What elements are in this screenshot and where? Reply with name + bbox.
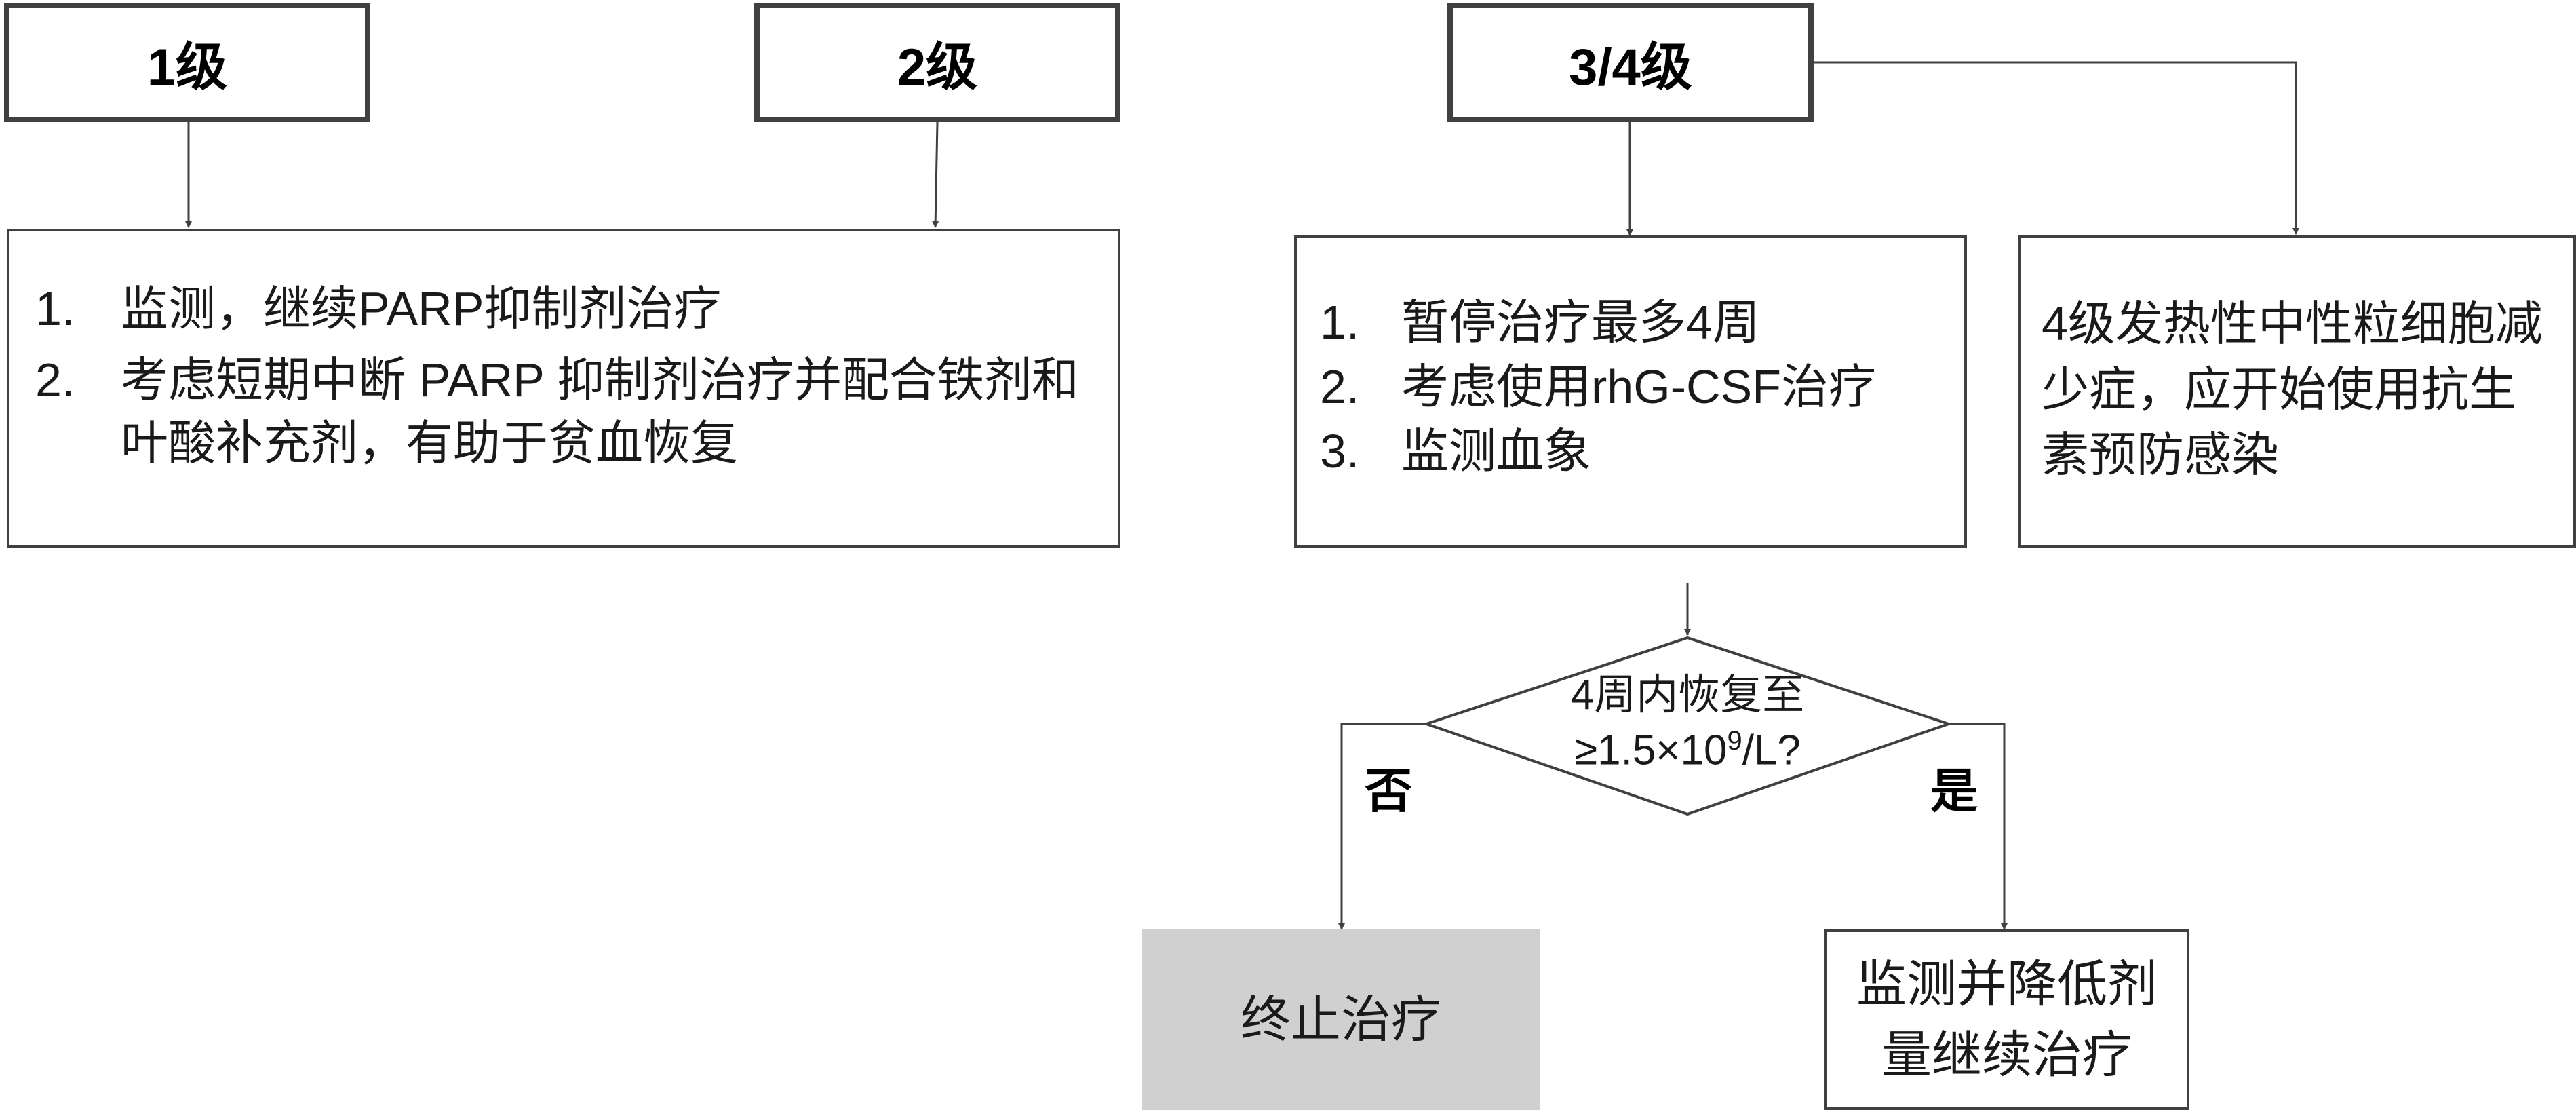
grade-2-box: 2级 [754,3,1120,122]
reduce-dose-box: 监测并降低剂量继续治疗 [1824,929,2189,1110]
decision-line-1: 4周内恢复至 [1570,672,1805,718]
list-number: 3. [1320,425,1360,478]
decision-text: 4周内恢复至 ≥1.5×109/L? [1518,668,1857,778]
list-text: 考虑短期中断 PARP 抑制剂治疗并配合铁剂和叶酸补充剂，有助于贫血恢复 [121,353,1080,470]
grade-34-action-box: 1. 暂停治疗最多4周 2. 考虑使用rhG-CSF治疗 3. 监测血象 [1294,235,1967,548]
no-label: 否 [1365,765,1412,818]
grade-4-fn-box: 4级发热性中性粒细胞减少症，应开始使用抗生素预防感染 [2018,235,2576,548]
decision-line-2-pre: ≥1.5×10 [1574,727,1728,774]
arrow-g2-to-box [932,121,939,228]
list-text: 暂停治疗最多4周 [1401,296,1760,349]
list-text: 监测，继续PARP抑制剂治疗 [121,282,722,335]
list-number: 1. [35,282,75,335]
list-number: 2. [1320,360,1360,414]
decision-exponent: 9 [1727,725,1742,756]
list-number: 1. [1320,296,1360,349]
grade-34-list: 1. 暂停治疗最多4周 2. 考虑使用rhG-CSF治疗 3. 监测血象 [1320,291,1944,483]
list-item: 2. 考虑短期中断 PARP 抑制剂治疗并配合铁剂和叶酸补充剂，有助于贫血恢复 [35,349,1091,475]
list-text: 监测血象 [1401,425,1591,478]
grade-34-label: 3/4级 [1569,39,1692,96]
grade-12-list: 1. 监测，继续PARP抑制剂治疗 2. 考虑短期中断 PARP 抑制剂治疗并配… [35,277,1091,475]
grade-2-label: 2级 [897,39,978,96]
decision-line-2: ≥1.5×109/L? [1518,723,1857,778]
list-item: 3. 监测血象 [1320,420,1944,483]
grade-34-box: 3/4级 [1447,3,1814,122]
arrow-g34-to-box4 [1811,61,2299,235]
stop-treatment-text: 终止治疗 [1241,991,1441,1048]
grade-1-label: 1级 [147,39,228,96]
arrow-no [1338,723,1426,930]
reduce-dose-text: 监测并降低剂量继续治疗 [1856,956,2158,1083]
arrow-yes [1949,723,2008,930]
decision-line-2-post: /L? [1742,727,1801,774]
list-number: 2. [35,353,75,407]
list-item: 1. 监测，继续PARP抑制剂治疗 [35,277,1091,341]
list-item: 1. 暂停治疗最多4周 [1320,291,1944,354]
list-item: 2. 考虑使用rhG-CSF治疗 [1320,356,1944,419]
stop-treatment-box: 终止治疗 [1142,929,1540,1110]
grade-12-action-box: 1. 监测，继续PARP抑制剂治疗 2. 考虑短期中断 PARP 抑制剂治疗并配… [7,229,1120,548]
grade-1-box: 1级 [4,3,370,122]
list-text: 考虑使用rhG-CSF治疗 [1401,360,1876,414]
yes-label: 是 [1930,765,1978,818]
grade-4-fn-text: 4级发热性中性粒细胞减少症，应开始使用抗生素预防感染 [2042,297,2543,482]
decision-diamond [1422,636,1953,816]
